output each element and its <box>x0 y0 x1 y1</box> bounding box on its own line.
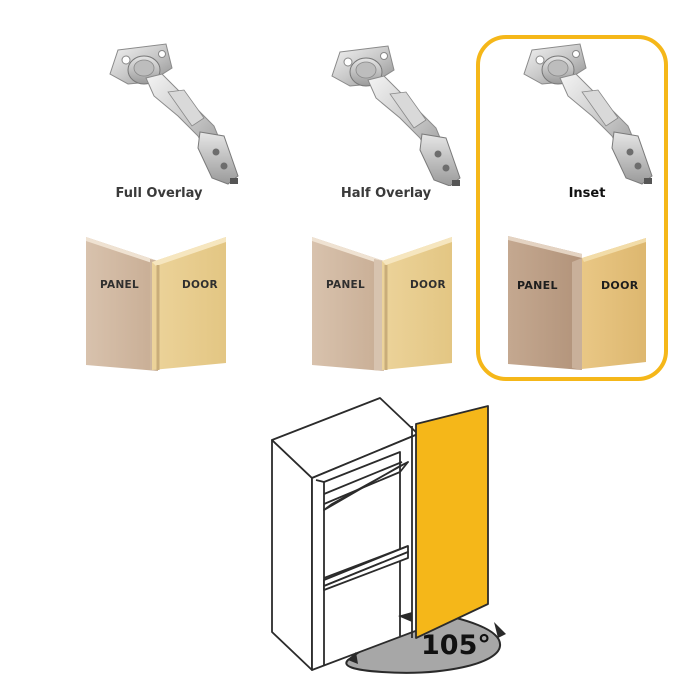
door-label: DOOR <box>182 279 218 291</box>
cabinet-illustration <box>262 390 512 680</box>
rotation-arc <box>345 608 502 674</box>
rotation-arrow-icon <box>398 612 412 622</box>
hinge-image-half-overlay <box>296 36 476 187</box>
hinge-label-inset: Inset <box>568 186 606 201</box>
opening-angle-label: 105° <box>421 630 491 661</box>
concealed-hinge-icon <box>331 45 461 187</box>
door-label: DOOR <box>601 279 639 292</box>
concealed-hinge-icon <box>109 43 239 185</box>
cabinet-icon <box>271 397 506 674</box>
panel-label: PANEL <box>517 279 558 292</box>
cabinet-door <box>415 405 489 639</box>
joint-diagram-full-overlay: PANEL DOOR <box>86 237 261 372</box>
joint-diagram-half-overlay: PANEL DOOR <box>312 237 487 372</box>
hinge-label-full-overlay: Full Overlay <box>115 186 203 201</box>
selected-option-highlight <box>476 35 668 381</box>
door-label: DOOR <box>410 279 446 291</box>
panel-label: PANEL <box>100 279 140 291</box>
hinge-label-half-overlay: Half Overlay <box>340 186 432 201</box>
panel-label: PANEL <box>326 279 366 291</box>
hinge-image-full-overlay <box>74 36 254 186</box>
joint-diagram-inset: PANEL DOOR <box>508 236 683 371</box>
